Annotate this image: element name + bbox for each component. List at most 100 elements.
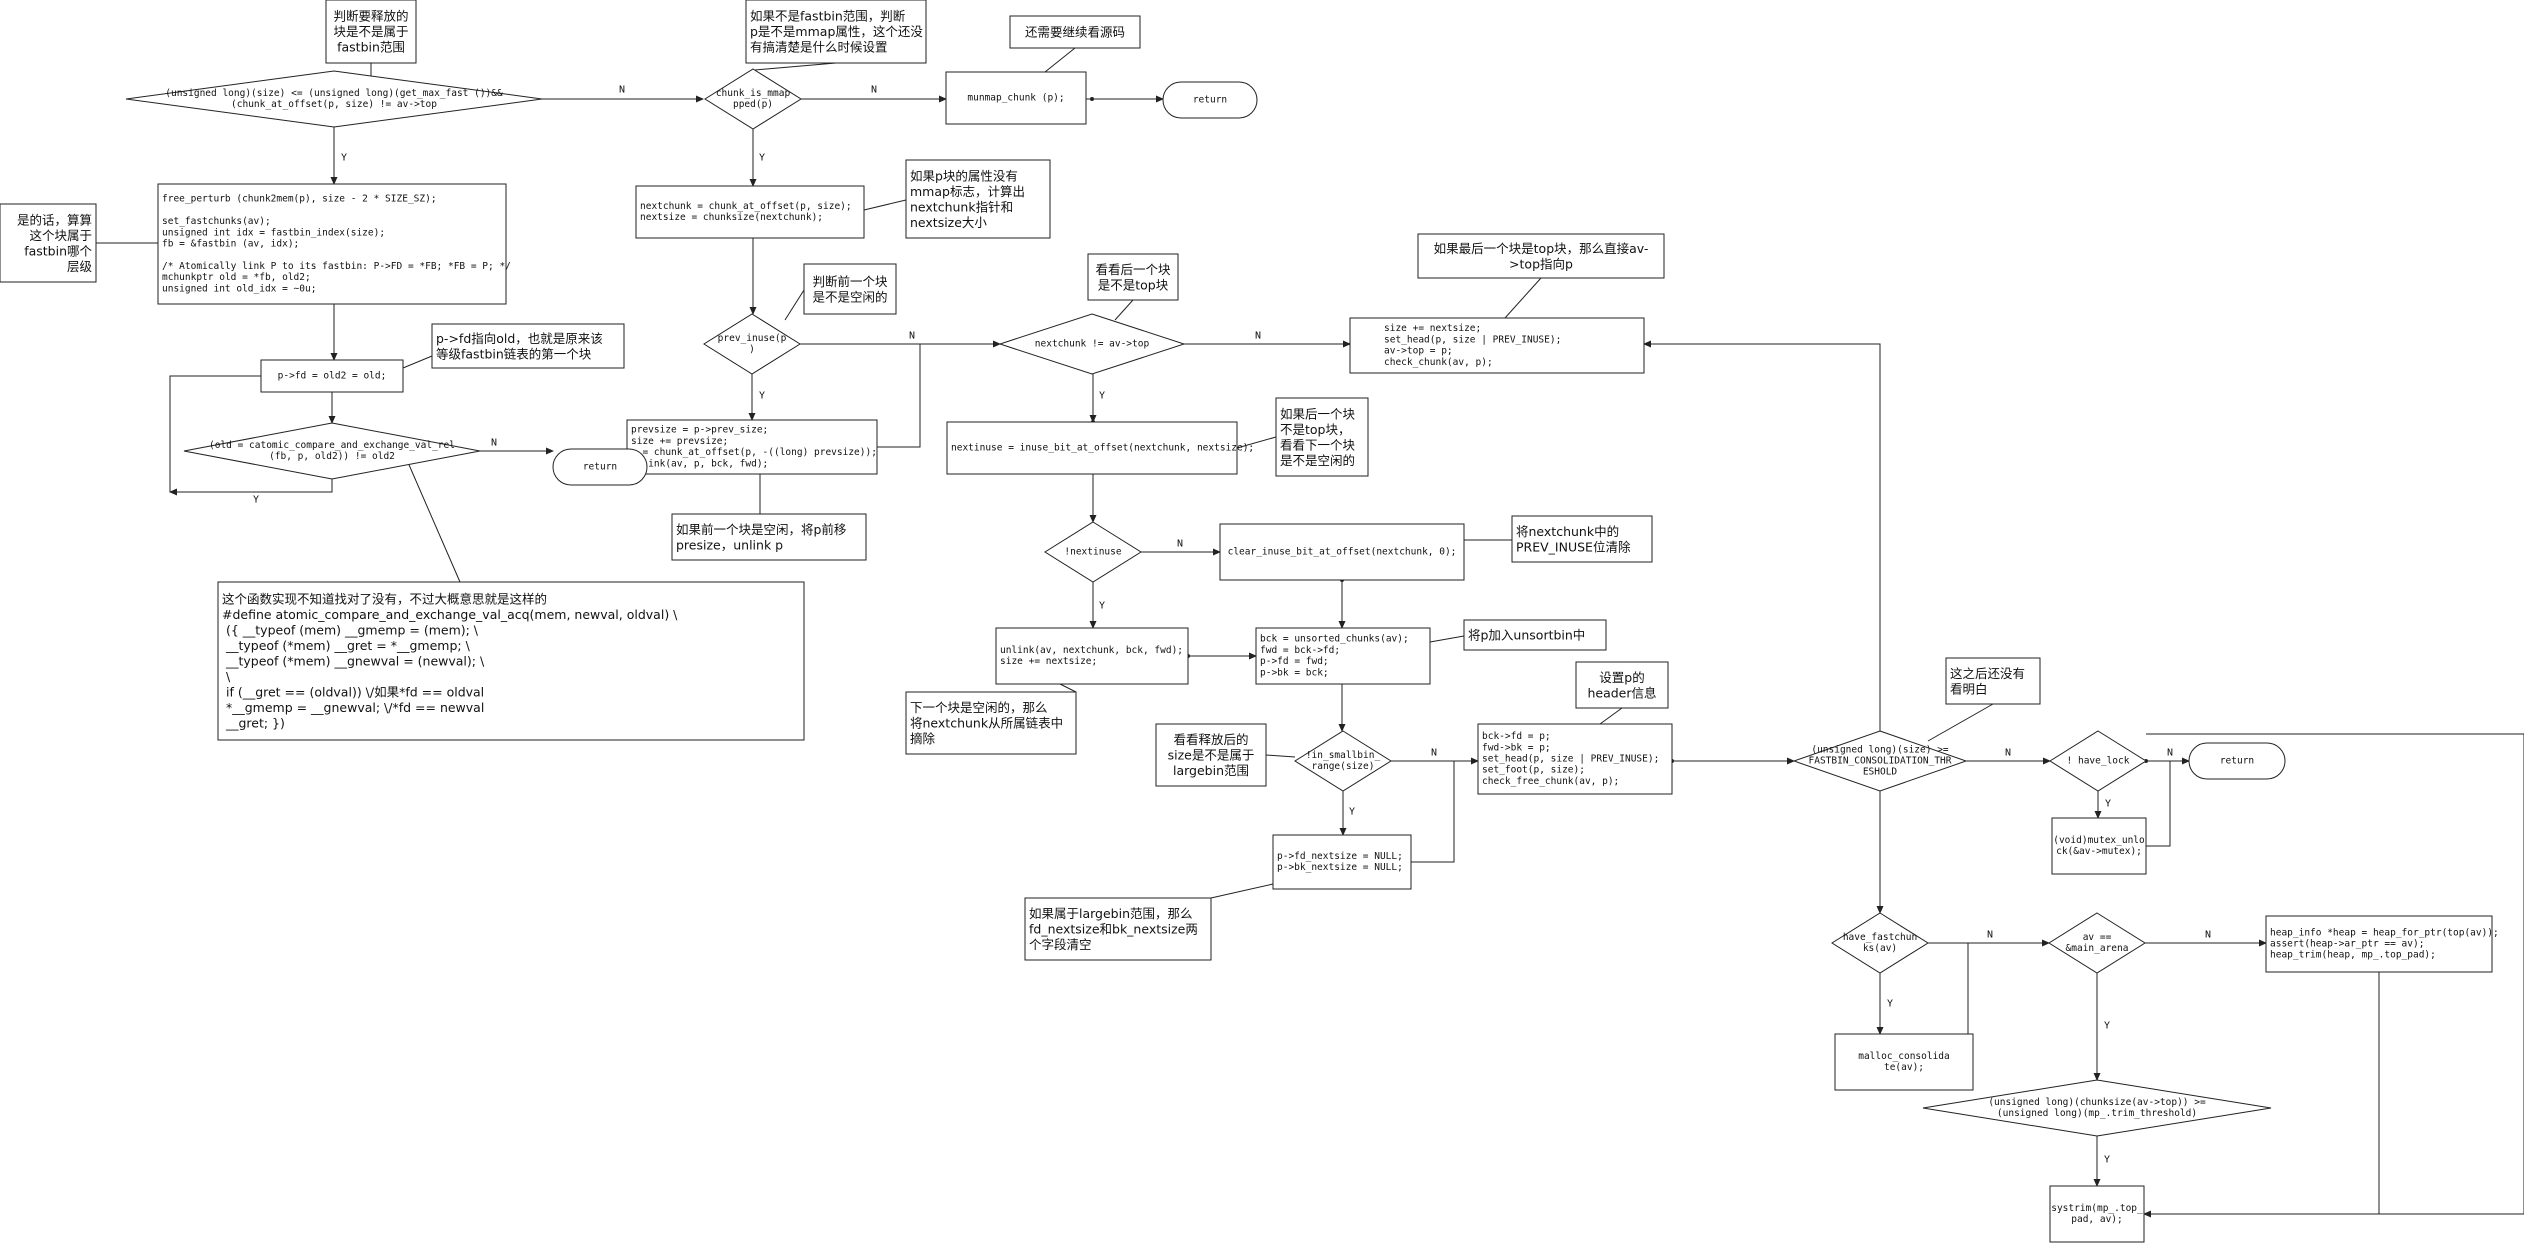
comment-note-c8: 判断前一个块是不是空闲的	[803, 263, 897, 315]
node-text: munmap_chunk (p);	[967, 93, 1064, 104]
edge-label-n: N	[2205, 930, 2211, 941]
flow-edge	[877, 344, 921, 448]
annotation-connector	[1265, 754, 1296, 758]
annotation-connector	[1927, 703, 1994, 742]
process-node-n_munmap: munmap_chunk (p);	[945, 71, 1087, 125]
node-text: 如果最后一个块是top块，那么直接av->top指向p	[1434, 241, 1649, 272]
node-text: return	[583, 462, 617, 473]
process-node-n_bck: bck = unsorted_chunks(av);fwd = bck->fd;…	[1255, 627, 1431, 685]
annotation-connector	[402, 450, 461, 583]
node-text: nextinuse = inuse_bit_at_offset(nextchun…	[951, 443, 1254, 454]
annotation-connector	[1504, 277, 1542, 319]
box-outline	[905, 159, 1051, 239]
edge-label-n: N	[1255, 331, 1261, 342]
decision-node-n_cas: (old = catomic_compare_and_exchange_val_…	[183, 422, 481, 480]
annotation-connector	[1114, 299, 1134, 321]
terminal-outline	[1162, 81, 1258, 119]
node-text: return	[1193, 95, 1227, 106]
node-text: 还需要继续看源码	[1025, 25, 1125, 40]
edge-label-y: Y	[1349, 807, 1355, 818]
process-node-n_heap_info: heap_info *heap = heap_for_ptr(top(av));…	[2265, 915, 2499, 973]
box-outline	[995, 627, 1189, 685]
node-text: (old = catomic_compare_and_exchange_val_…	[209, 440, 455, 462]
node-text: (unsigned long)(size) <= (unsigned long)…	[165, 88, 503, 110]
edge-label-y: Y	[759, 391, 765, 402]
comment-note-c6: 还需要继续看源码	[1009, 15, 1141, 49]
process-node-n_free_perturb: free_perturb (chunk2mem(p), size - 2 * S…	[157, 183, 511, 305]
process-node-n_clear_inuse: clear_inuse_bit_at_offset(nextchunk, 0);	[1219, 523, 1465, 581]
edge-label-n: N	[909, 331, 915, 342]
process-node-n_fd_null: p->fd_nextsize = NULL;p->bk_nextsize = N…	[1272, 834, 1412, 890]
node-text: nextchunk = chunk_at_offset(p, size);nex…	[640, 201, 852, 223]
node-text: !in_smallbin_range(size)	[1306, 750, 1381, 772]
process-node-n_unlink2: unlink(av, nextchunk, bck, fwd);size += …	[995, 627, 1189, 685]
decision-node-n_cond_fast: (unsigned long)(size) <= (unsigned long)…	[125, 70, 543, 128]
node-text: 如果后一个块不是top块，看看下一个块是不是空闲的	[1280, 406, 1356, 468]
diamond-outline	[1922, 1079, 2272, 1137]
box-outline	[260, 359, 404, 393]
annotation-connector	[784, 289, 805, 321]
comment-note-c19: 这之后还没有看明白	[1945, 657, 2041, 705]
edge-label-y: Y	[1099, 391, 1105, 402]
node-text: 这个函数实现不知道找对了没有，不过大概意思就是这样的#define atomic…	[222, 592, 678, 731]
node-text: (unsigned long)(chunksize(av->top)) >=(u…	[1988, 1097, 2206, 1119]
box-outline	[0, 203, 97, 283]
node-text: prev_inuse(p)	[718, 333, 787, 355]
node-text: size += nextsize;set_head(p, size | PREV…	[1384, 323, 1561, 368]
annotation-connector	[1236, 436, 1277, 449]
box-outline	[2049, 1185, 2145, 1243]
node-text: 将p加入unsortbin中	[1468, 628, 1585, 643]
box-outline	[671, 513, 867, 561]
node-text: ! have_lock	[2067, 756, 2130, 767]
node-text: p->fd_nextsize = NULL;p->bk_nextsize = N…	[1277, 851, 1403, 873]
box-outline	[946, 421, 1238, 475]
edge-label-n: N	[871, 85, 877, 96]
process-node-n_set_head: bck->fd = p;fwd->bk = p;set_head(p, size…	[1477, 723, 1673, 795]
node-text: prevsize = p->prev_size;size += prevsize…	[631, 425, 877, 470]
decision-node-n_main_arena: av ==&main_arena	[2048, 912, 2146, 974]
decision-node-n_not_top: nextchunk != av->top	[998, 313, 1186, 375]
edge-label-y: Y	[759, 153, 765, 164]
edge-label-n: N	[1431, 748, 1437, 759]
process-node-n_systrim: systrim(mp_.top_pad, av);	[2049, 1185, 2145, 1243]
edge-label-y: Y	[2104, 1155, 2110, 1166]
flow-edge	[2144, 733, 2524, 1215]
terminal-node-n_return2: return	[1162, 81, 1258, 119]
box-outline	[945, 71, 1087, 125]
node-text: clear_inuse_bit_at_offset(nextchunk, 0);	[1228, 547, 1457, 558]
diamond-outline	[2049, 730, 2147, 792]
process-node-n_pfd: p->fd = old2 = old;	[260, 359, 404, 393]
edge-label-y: Y	[1887, 999, 1893, 1010]
node-text: 下一个块是空闲的，那么将nextchunk从所属链表中摘除	[910, 700, 1063, 746]
annotation-connector	[754, 62, 837, 71]
flow-edge	[169, 479, 333, 496]
comment-note-c3: p->fd指向old，也就是原来该等级fastbin链表的第一个块	[431, 323, 625, 369]
terminal-outline	[2188, 742, 2286, 780]
diamond-outline	[704, 68, 802, 130]
process-node-n_size_top: size += nextsize;set_head(p, size | PREV…	[1349, 317, 1645, 374]
terminal-node-n_return3: return	[2188, 742, 2286, 780]
flow-edge	[2146, 761, 2171, 847]
edge-label-y: Y	[341, 153, 347, 164]
terminal-outline	[552, 448, 648, 486]
edge-label-n: N	[2167, 748, 2173, 759]
edge-label-n: N	[1987, 930, 1993, 941]
box-outline	[1219, 523, 1465, 581]
box-outline	[1349, 317, 1645, 374]
process-node-n_prevsize: prevsize = p->prev_size;size += prevsize…	[626, 419, 878, 475]
box-outline	[1275, 397, 1369, 477]
annotation-connector	[863, 199, 907, 211]
